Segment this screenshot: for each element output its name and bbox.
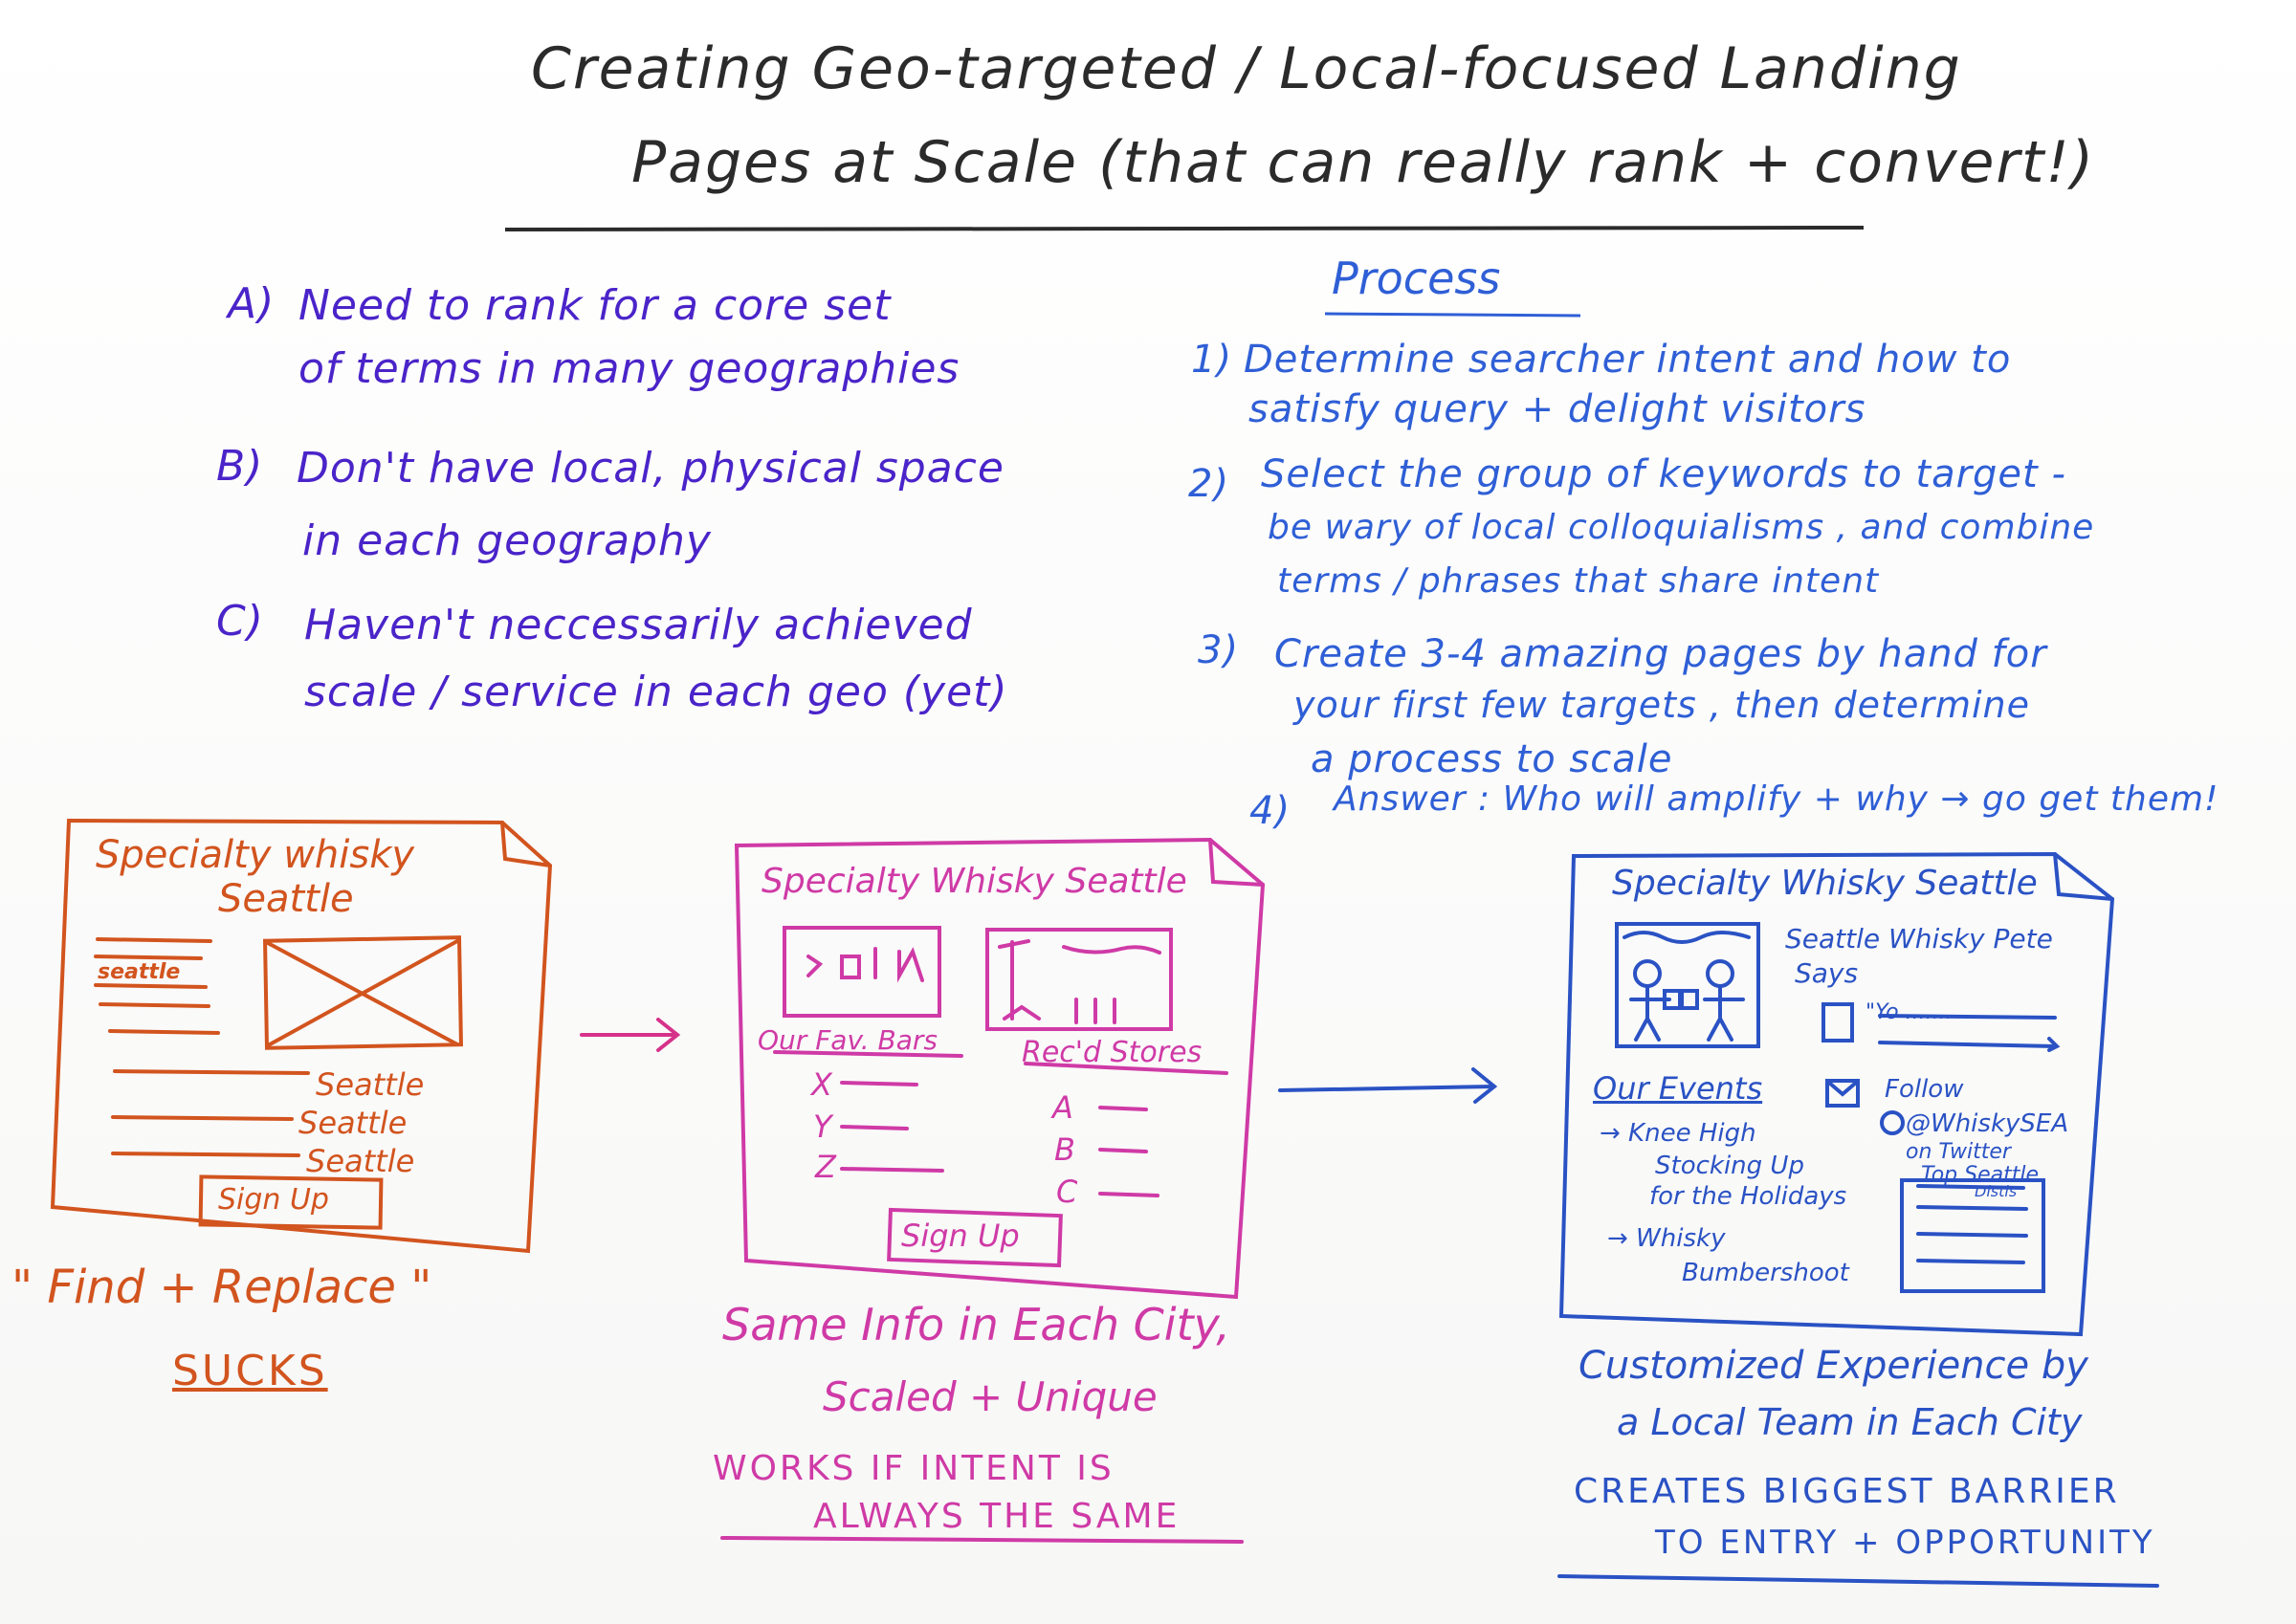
page3-note-2: TO ENTRY + OPPORTUNITY	[1655, 1524, 2155, 1562]
page1-caption-verdict: SUCKS	[172, 1347, 328, 1395]
page3-event-1-line-2: Stocking Up	[1655, 1152, 1804, 1180]
process-step-1-line-2: satisfy query + delight visitors	[1248, 387, 1866, 431]
page1-keyword-1: Seattle	[316, 1066, 425, 1103]
page2-signup-button: Sign Up	[901, 1218, 1020, 1254]
page2-title: Specialty Whisky Seattle	[762, 862, 1187, 901]
page2-note-1: WORKS IF INTENT IS	[713, 1449, 1115, 1488]
problem-c-line-2: scale / service in each geo (yet)	[304, 668, 1008, 716]
page3-handle: @WhiskySEA	[1906, 1109, 2069, 1138]
page2-col2-item-2: B	[1054, 1131, 1075, 1168]
title-underline	[504, 226, 1865, 231]
page3-top-list-2: Distis	[1975, 1182, 2018, 1200]
arrow-2	[1278, 1067, 1498, 1104]
problem-a-letter: A)	[228, 279, 276, 328]
process-step-2-num: 2)	[1188, 462, 1230, 506]
page1-caption-quote: " Find + Replace "	[11, 1261, 432, 1314]
page2-caption-2: Scaled + Unique	[823, 1373, 1158, 1420]
page3-event-2-line-2: Bumbershoot	[1682, 1259, 1849, 1287]
page3-caption-1: Customized Experience by	[1578, 1344, 2088, 1388]
page3-top-list: Top Seattle	[1921, 1163, 2040, 1187]
problem-b-letter: B)	[216, 442, 264, 491]
page3-on-twitter: on Twitter	[1906, 1140, 2011, 1164]
page3-events-heading: Our Events	[1593, 1070, 1763, 1107]
process-step-4-num: 4)	[1249, 789, 1292, 833]
page3-says-1: Seattle Whisky Pete	[1785, 923, 2053, 955]
page3-caption-2: a Local Team in Each City	[1617, 1401, 2083, 1443]
process-step-1-num: 1)	[1191, 338, 1233, 382]
page2-col1-heading: Our Fav. Bars	[758, 1024, 938, 1056]
page3-note-1: CREATES BIGGEST BARRIER	[1574, 1472, 2120, 1511]
problem-a-line-2: of terms in many geographies	[298, 344, 960, 393]
page3-event-1-line-3: for the Holidays	[1649, 1182, 1847, 1211]
problem-c-letter: C)	[216, 597, 264, 646]
process-underline	[1324, 312, 1581, 318]
page3-event-1-line-1: → Knee High	[1600, 1119, 1756, 1148]
page3-says-2: Says	[1795, 957, 1859, 989]
page2-col1-item-1: X	[811, 1066, 832, 1103]
page1-keyword-3: Seattle	[306, 1143, 415, 1179]
problem-a-line-1: Need to rank for a core set	[298, 281, 892, 330]
page3-title: Specialty Whisky Seattle	[1612, 864, 2038, 903]
process-step-2-line-3: terms / phrases that share intent	[1277, 561, 1880, 601]
arrow-1	[580, 1018, 681, 1052]
page1-title-2: Seattle	[218, 877, 354, 921]
title-line-1: Creating Geo-targeted / Local-focused La…	[531, 35, 1962, 102]
page3-event-2-line-1: → Whisky	[1607, 1224, 1726, 1253]
problem-c-line-1: Haven't neccessarily achieved	[304, 601, 973, 649]
page3-follow: Follow	[1885, 1075, 1964, 1104]
process-step-3-line-2: your first few targets , then determine	[1293, 684, 2030, 726]
page2-col2-heading: Rec'd Stores	[1022, 1036, 1203, 1069]
process-heading: Process	[1332, 252, 1501, 304]
process-step-2-line-2: be wary of local colloquialisms , and co…	[1268, 508, 2095, 547]
process-step-3-num: 3)	[1198, 628, 1240, 672]
page2-col2-item-1: A	[1052, 1089, 1073, 1126]
process-step-2-line-1: Select the group of keywords to target -	[1261, 452, 2066, 496]
title-line-2: Pages at Scale (that can really rank + c…	[631, 129, 2096, 196]
page2-col1-item-3: Z	[815, 1149, 836, 1185]
page1-signup-button: Sign Up	[218, 1183, 329, 1217]
page1-side-label: seattle	[98, 960, 181, 984]
page3-quote: "Yo .......	[1866, 1000, 1953, 1024]
page2-note-2: ALWAYS THE SAME	[813, 1497, 1181, 1536]
page1-keyword-2: Seattle	[298, 1105, 408, 1141]
page2-caption-1: Same Info in Each City,	[722, 1299, 1230, 1350]
page1-title-1: Specialty whisky	[96, 833, 415, 877]
page2-col2-item-3: C	[1056, 1174, 1078, 1210]
process-step-3-line-1: Create 3-4 amazing pages by hand for	[1274, 632, 2047, 676]
page2-wireframe	[720, 837, 1266, 1544]
problem-b-line-2: in each geography	[302, 516, 712, 565]
process-step-1-line-1: Determine searcher intent and how to	[1244, 338, 2012, 382]
page3-wireframe	[1557, 851, 2159, 1588]
process-step-3-line-3: a process to scale	[1311, 737, 1673, 781]
process-step-4-line-1: Answer : Who will amplify + why → go get…	[1334, 779, 2219, 819]
page2-col1-item-2: Y	[813, 1108, 832, 1145]
problem-b-line-1: Don't have local, physical space	[297, 444, 1004, 493]
page1-wireframe	[50, 818, 553, 1254]
